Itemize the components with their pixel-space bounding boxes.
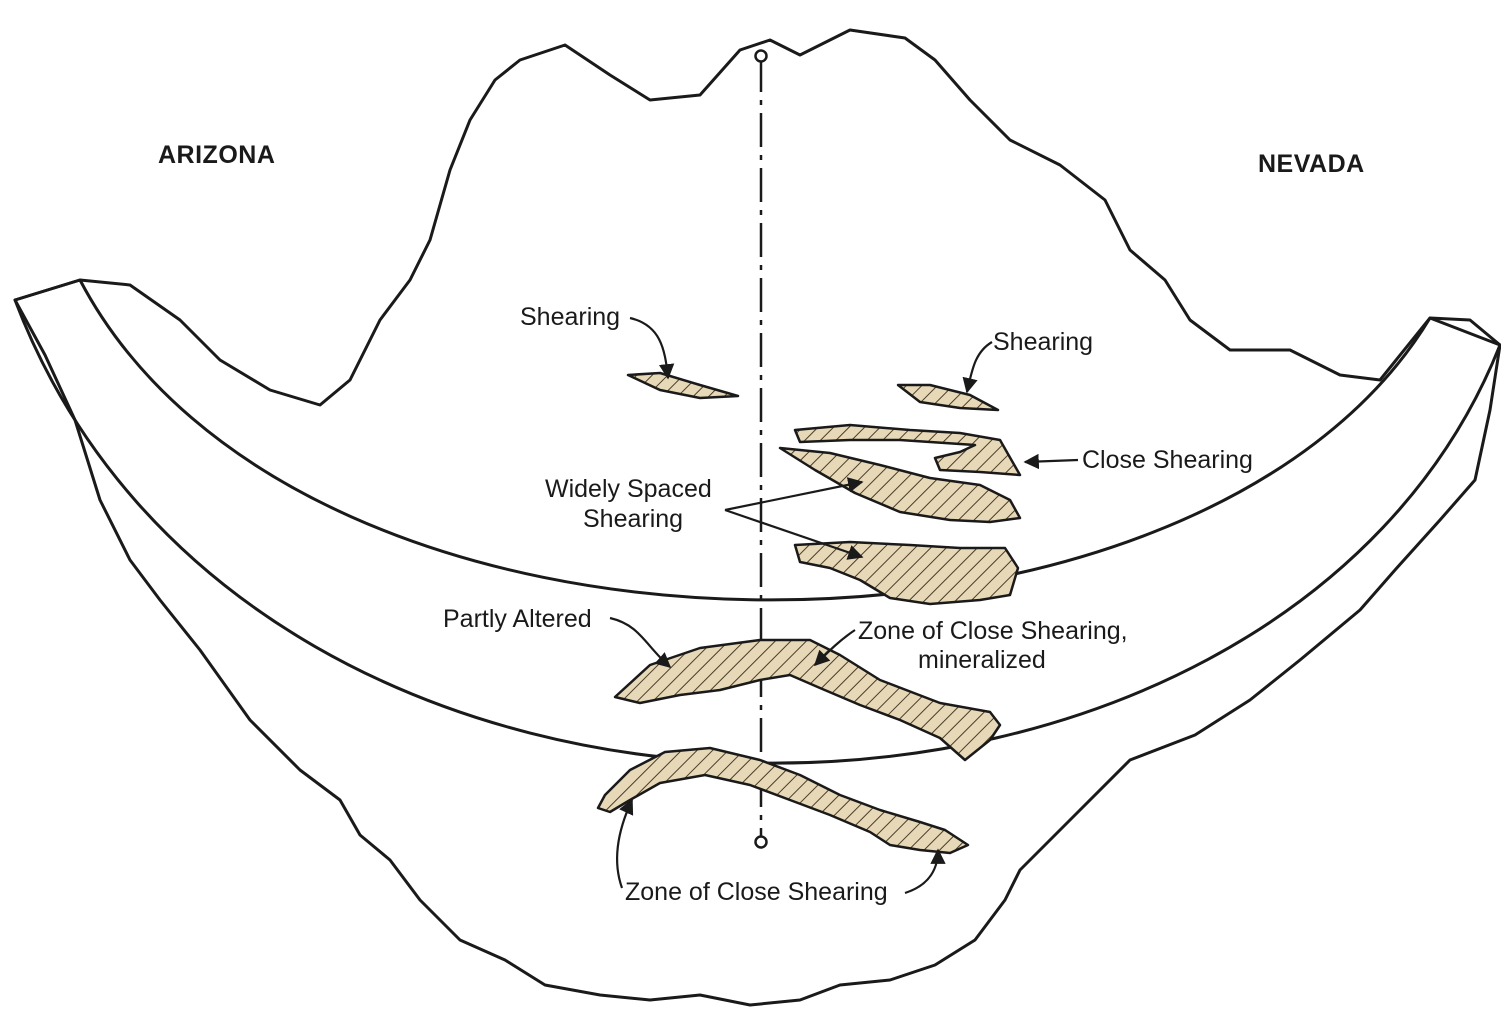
label-zone-mineralized-line2: mineralized [918, 646, 1046, 674]
shear-zone-left [628, 373, 738, 398]
leader-widely-spaced-lower [725, 510, 862, 557]
widely-spaced-shearing-zone-lower [795, 542, 1018, 604]
shear-zone-right [898, 385, 998, 410]
label-nevada: NEVADA [1258, 150, 1365, 178]
leader-zone-close-left [617, 800, 632, 888]
leader-zone-close-right [905, 850, 938, 893]
label-shearing-left: Shearing [520, 303, 620, 331]
label-widely-spaced-line2: Shearing [583, 505, 683, 533]
leader-shearing-right [967, 342, 992, 392]
leader-shearing-left [630, 318, 668, 378]
leader-widely-spaced-upper [725, 482, 862, 510]
boundary-top-marker [756, 51, 767, 62]
label-close-shearing: Close Shearing [1082, 446, 1253, 474]
label-widely-spaced-line1: Widely Spaced [545, 475, 712, 503]
label-arizona: ARIZONA [158, 141, 275, 169]
label-zone-mineralized-line1: Zone of Close Shearing, [858, 617, 1128, 645]
label-zone-close-shearing: Zone of Close Shearing [625, 878, 888, 906]
leader-partly-altered [610, 618, 670, 667]
boundary-bottom-marker [756, 837, 767, 848]
label-partly-altered: Partly Altered [443, 605, 592, 633]
leader-close-shearing [1025, 460, 1078, 462]
label-shearing-right: Shearing [993, 328, 1093, 356]
